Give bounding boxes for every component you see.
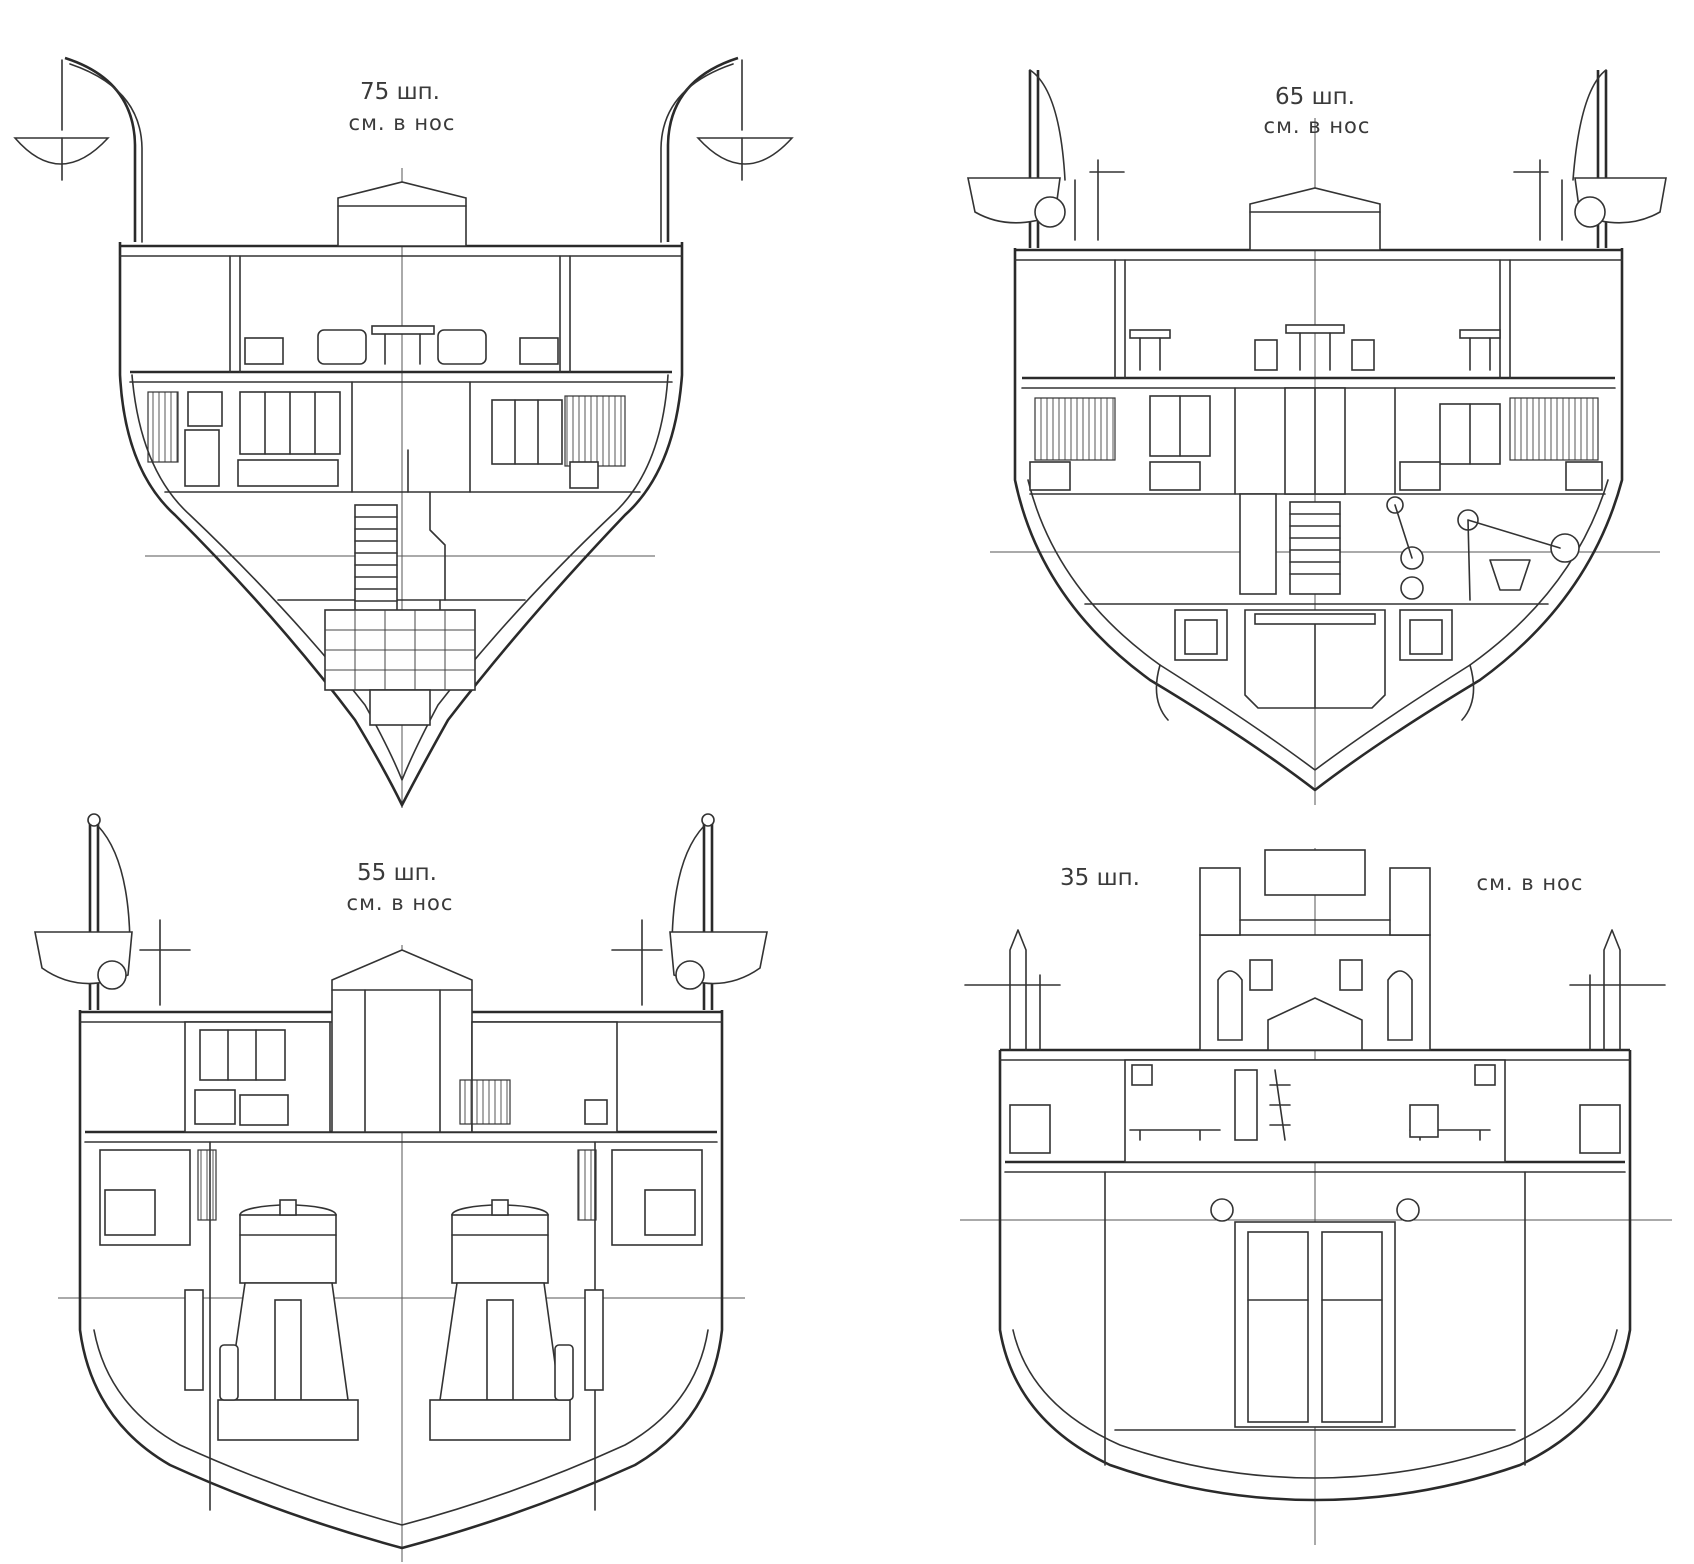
section-35-direction-label: см. в нос — [1477, 871, 1584, 895]
section-65-drawing — [967, 69, 1667, 805]
section-55-frame-label: 55 шп. — [357, 860, 437, 886]
section-35-frame-label: 35 шп. — [1060, 865, 1140, 891]
section-75-direction-label: см. в нос — [349, 111, 456, 135]
section-55-drawing — [34, 813, 768, 1562]
section-65-direction-label: см. в нос — [1264, 114, 1371, 138]
section-65-frame-label: 65 шп. — [1275, 84, 1355, 110]
section-75-drawing — [13, 56, 794, 808]
section-35-drawing — [960, 848, 1672, 1545]
section-75-frame-label: 75 шп. — [360, 79, 440, 105]
section-55-direction-label: см. в нос — [347, 891, 454, 915]
